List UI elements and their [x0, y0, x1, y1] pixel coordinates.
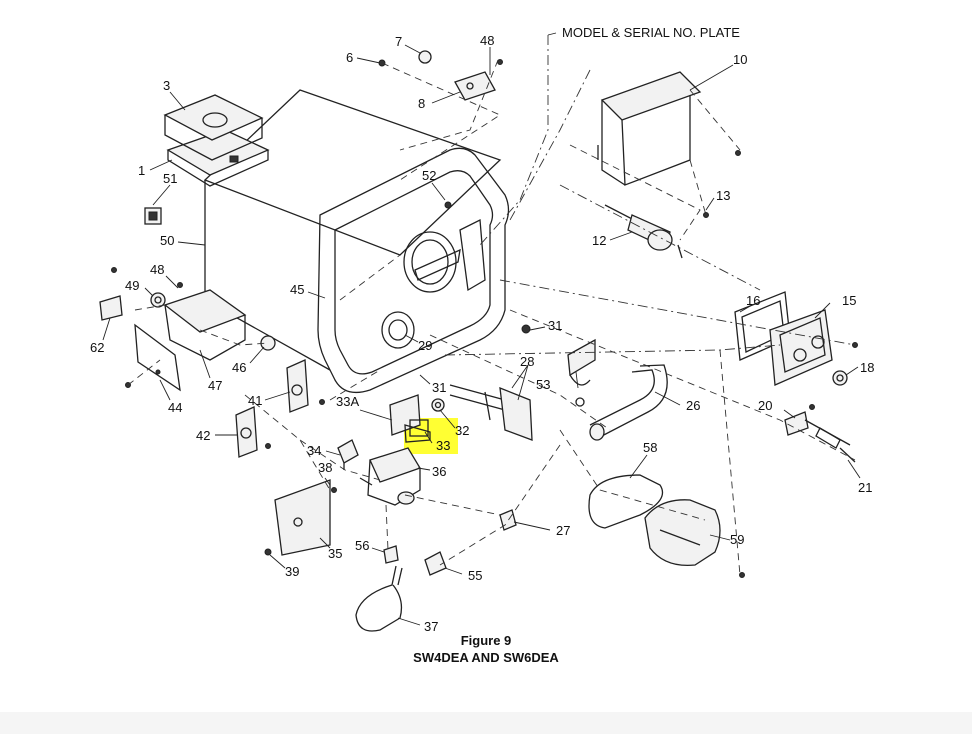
label-part-62: 62	[90, 340, 104, 355]
front-frame	[317, 147, 510, 394]
label-part-1: 1	[138, 163, 145, 178]
part-51	[144, 207, 162, 225]
tube-37	[355, 565, 403, 632]
fitting-34	[337, 439, 359, 470]
label-part-37: 37	[424, 619, 438, 634]
label-part-52: 52	[422, 168, 436, 183]
label-part-26: 26	[686, 398, 700, 413]
control-board-assembly	[163, 94, 270, 187]
label-part-18: 18	[860, 360, 874, 375]
label-part-33: 33	[436, 438, 450, 453]
label-part-55: 55	[468, 568, 482, 583]
label-part-10: 10	[733, 52, 747, 67]
nut-7	[418, 50, 432, 64]
label-part-39: 39	[285, 564, 299, 579]
cover-44	[134, 323, 181, 392]
label-part-32: 32	[455, 423, 469, 438]
label-part-47: 47	[208, 378, 222, 393]
gas-valve-36	[359, 447, 421, 506]
probe-12	[604, 204, 683, 259]
label-part-33A: 33A	[336, 394, 359, 409]
bracket-8	[454, 71, 496, 101]
label-part-49: 49	[125, 278, 139, 293]
junction-box-47	[163, 289, 247, 361]
bracket-35	[274, 479, 331, 556]
gasket-58	[588, 474, 664, 529]
label-part-3: 3	[163, 78, 170, 93]
figure-subtitle: SW4DEA AND SW6DEA	[413, 650, 559, 665]
plate-15	[769, 309, 833, 386]
label-part-38: 38	[318, 460, 332, 475]
label-part-34: 34	[307, 443, 321, 458]
label-part-44: 44	[168, 400, 182, 415]
label-part-50: 50	[160, 233, 174, 248]
cover-bracket-10	[597, 71, 702, 186]
label-part-12: 12	[592, 233, 606, 248]
label-part-53: 53	[536, 377, 550, 392]
page-footer-band	[0, 712, 972, 734]
label-part-51: 51	[163, 171, 177, 186]
label-part-41: 41	[248, 393, 262, 408]
grommet-49	[150, 292, 166, 308]
nut-32	[431, 398, 445, 412]
fitting-56	[383, 545, 399, 564]
water-heater-tank	[203, 89, 502, 371]
label-part-6: 6	[346, 50, 353, 65]
screws	[111, 59, 858, 578]
bracket-42	[235, 406, 258, 458]
label-part-7: 7	[395, 34, 402, 49]
label-part-15: 15	[842, 293, 856, 308]
figure-title: Figure 9	[461, 633, 512, 648]
label-part-21: 21	[858, 480, 872, 495]
figure-caption: Figure 9 SW4DEA AND SW6DEA	[413, 633, 559, 665]
label-part-59: 59	[730, 532, 744, 547]
label-part-42: 42	[196, 428, 210, 443]
label-part-56: 56	[355, 538, 369, 553]
switch-33	[389, 394, 431, 443]
assembly-lines	[127, 35, 856, 576]
nut-18	[832, 370, 848, 386]
label-part-8: 8	[418, 96, 425, 111]
label-part-29: 29	[418, 338, 432, 353]
label-part-35: 35	[328, 546, 342, 561]
switch-62	[99, 295, 123, 321]
label-part-16: 16	[746, 293, 760, 308]
electrode-20	[784, 411, 856, 463]
label-part-13: 13	[716, 188, 730, 203]
label-part-48b: 48	[150, 262, 164, 277]
part-labels: 1 3 6 7 48 8 MODEL & SERIAL NO. PLATE 10…	[90, 25, 874, 634]
label-part-27: 27	[556, 523, 570, 538]
label-part-31b: 31	[548, 318, 562, 333]
burner-tube-26	[589, 364, 668, 441]
label-part-48a: 48	[480, 33, 494, 48]
heating-element-28	[449, 384, 533, 441]
label-part-36: 36	[432, 464, 446, 479]
label-model-plate: MODEL & SERIAL NO. PLATE	[562, 25, 740, 40]
label-part-28: 28	[520, 354, 534, 369]
bracket-53	[567, 338, 596, 407]
door-59	[644, 499, 721, 567]
leader-lines	[102, 32, 861, 626]
label-part-58: 58	[643, 440, 657, 455]
plug-46	[260, 335, 276, 351]
label-part-46: 46	[232, 360, 246, 375]
label-part-20: 20	[758, 398, 772, 413]
label-part-31a: 31	[432, 380, 446, 395]
label-part-45: 45	[290, 282, 304, 297]
bracket-41	[286, 359, 309, 413]
